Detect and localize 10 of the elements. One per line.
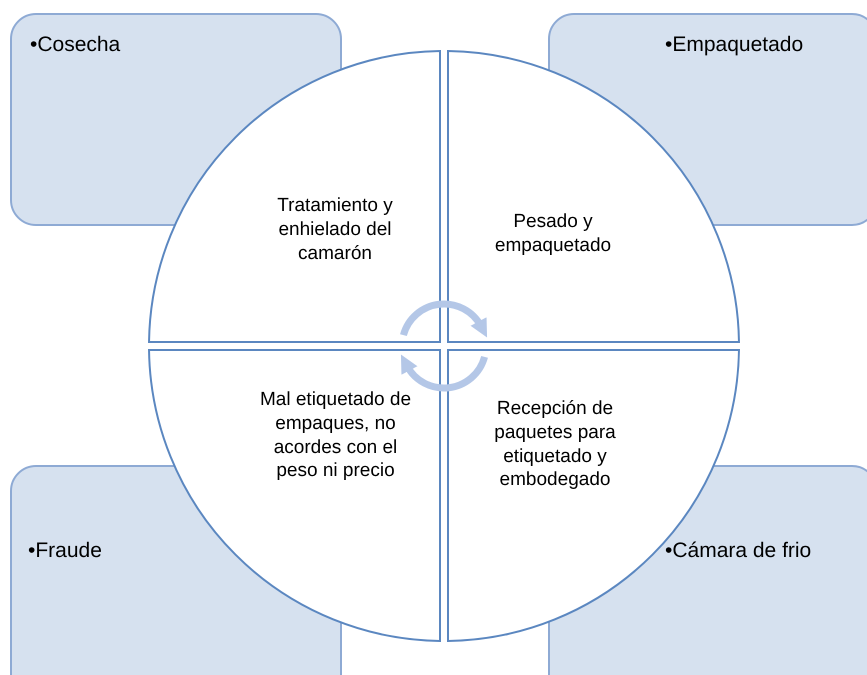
card-label: •Empaquetado xyxy=(665,33,804,57)
quadrant-label: Mal etiquetado de empaques, no acordes con el peso ni precio xyxy=(258,388,412,483)
card-label: •Cámara de frio xyxy=(665,539,812,563)
quadrant-label: Tratamiento y enhielado del camarón xyxy=(276,194,394,266)
cycle-arrow xyxy=(400,300,488,338)
cycle-arrow xyxy=(400,354,488,392)
quadrant-label: Pesado y empaquetado xyxy=(494,210,612,258)
card-label: •Cosecha xyxy=(30,33,120,57)
quadrant-label: Recepción de paquetes para etiquetado y embodegado xyxy=(493,397,617,492)
card-label: •Fraude xyxy=(28,539,102,563)
